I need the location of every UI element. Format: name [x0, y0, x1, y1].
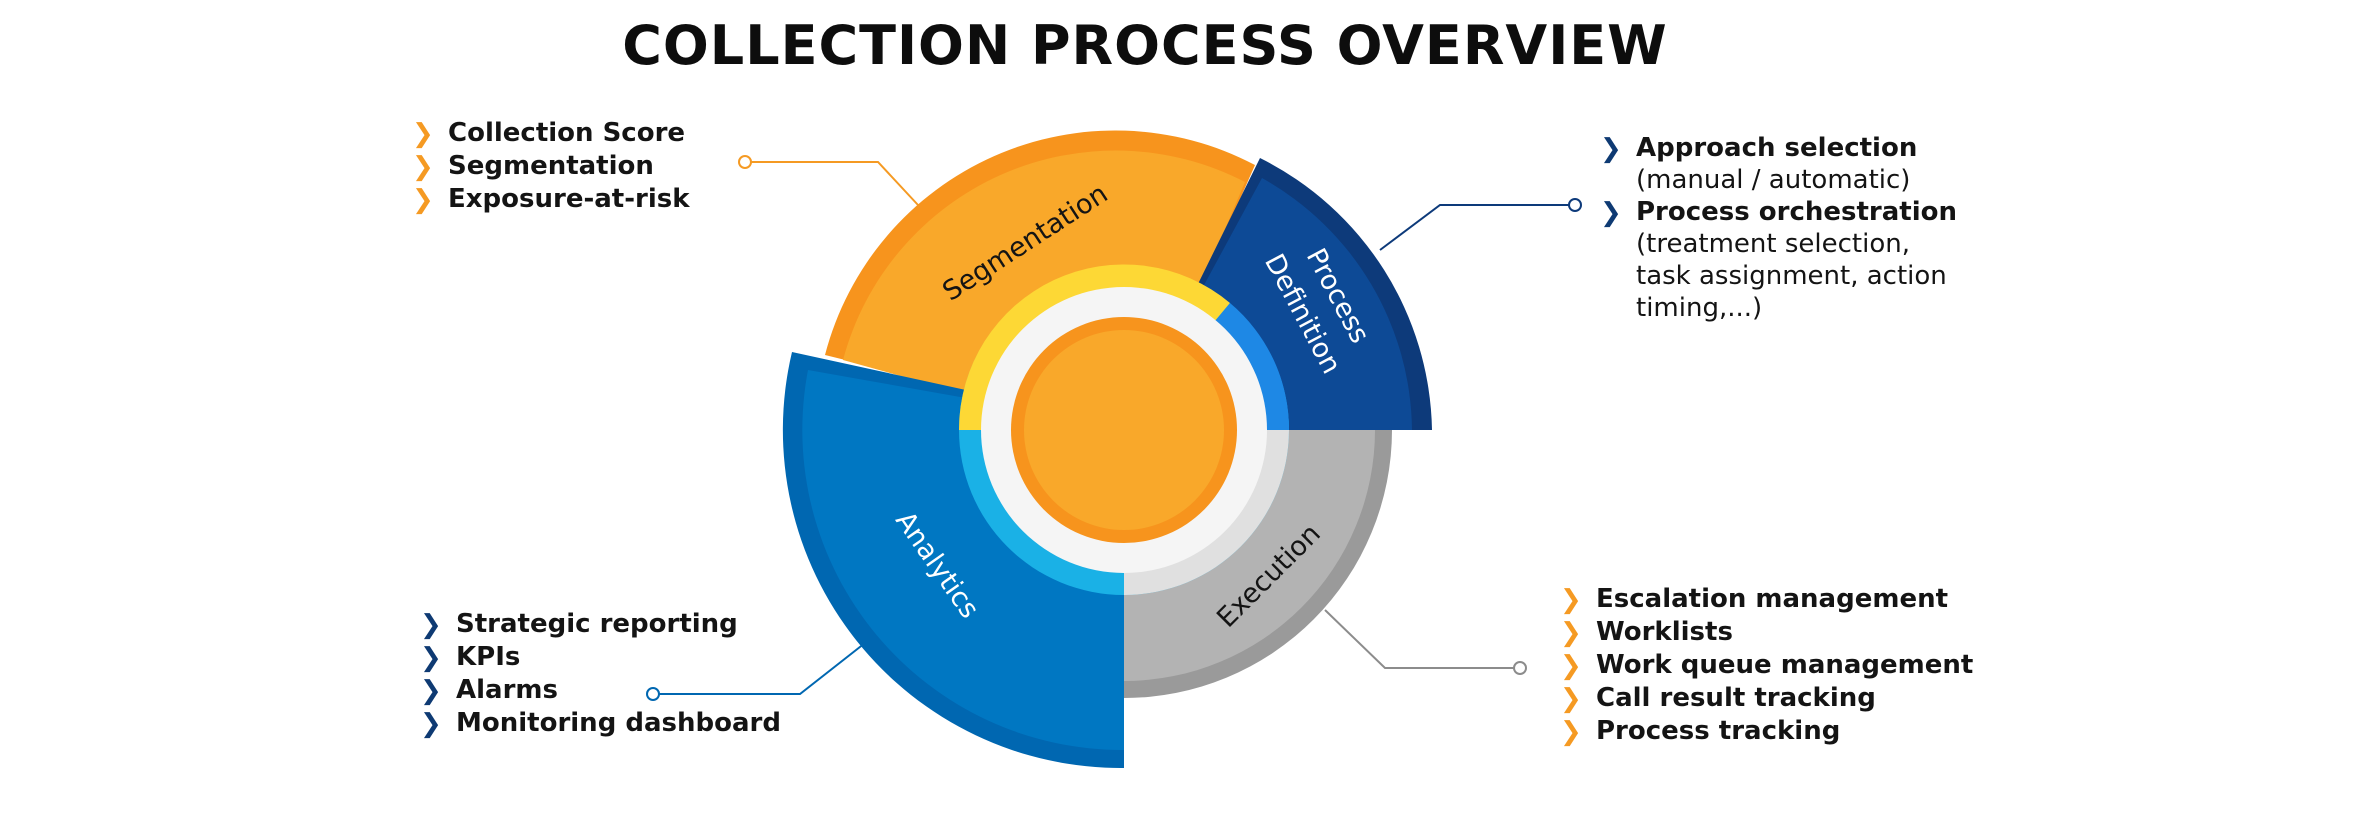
chevron-right-icon: ❯ [420, 610, 442, 640]
chevron-right-icon: ❯ [420, 643, 442, 673]
list-item: ❯KPIs [420, 642, 521, 673]
execution-connector [1324, 609, 1527, 675]
analytics-list: ❯Strategic reporting ❯KPIs ❯Alarms ❯Moni… [420, 608, 781, 740]
chevron-right-icon: ❯ [1560, 651, 1582, 681]
list-item: ❯Alarms [420, 675, 558, 706]
chevron-right-icon: ❯ [1560, 585, 1582, 615]
list-item: ❯Strategic reporting [420, 609, 738, 640]
chevron-right-icon: ❯ [1560, 618, 1582, 648]
list-item: ❯Call result tracking [1560, 683, 1876, 714]
process-definition-list: ❯ Approach selection (manual / automatic… [1600, 132, 1957, 324]
list-item: ❯Exposure-at-risk [412, 184, 690, 215]
list-item: ❯Worklists [1560, 617, 1733, 648]
process-connector [1379, 198, 1582, 251]
chevron-right-icon: ❯ [1600, 198, 1622, 228]
list-item: ❯Process tracking [1560, 716, 1841, 747]
page-title: COLLECTION PROCESS OVERVIEW [622, 14, 1668, 77]
chevron-right-icon: ❯ [412, 185, 434, 215]
list-item: ❯Monitoring dashboard [420, 708, 781, 739]
chevron-right-icon: ❯ [420, 709, 442, 739]
list-item: ❯ Process orchestration (treatment selec… [1600, 197, 1958, 323]
chevron-right-icon: ❯ [420, 676, 442, 706]
chevron-right-icon: ❯ [1560, 684, 1582, 714]
list-item: ❯Segmentation [412, 151, 654, 182]
chevron-right-icon: ❯ [1560, 717, 1582, 747]
list-item: ❯Work queue management [1560, 650, 1974, 681]
segmentation-connector [738, 155, 919, 206]
chevron-right-icon: ❯ [412, 152, 434, 182]
chevron-right-icon: ❯ [412, 119, 434, 149]
chevron-right-icon: ❯ [1600, 134, 1622, 164]
segmentation-list: ❯Collection Score ❯Segmentation ❯Exposur… [412, 117, 690, 216]
list-item: ❯Collection Score [412, 118, 686, 149]
list-item: ❯Escalation management [1560, 584, 1949, 615]
execution-list: ❯Escalation management ❯Worklists ❯Work … [1560, 583, 1973, 748]
list-item: ❯ Approach selection (manual / automatic… [1600, 133, 1918, 195]
analytics-connector [646, 642, 866, 701]
